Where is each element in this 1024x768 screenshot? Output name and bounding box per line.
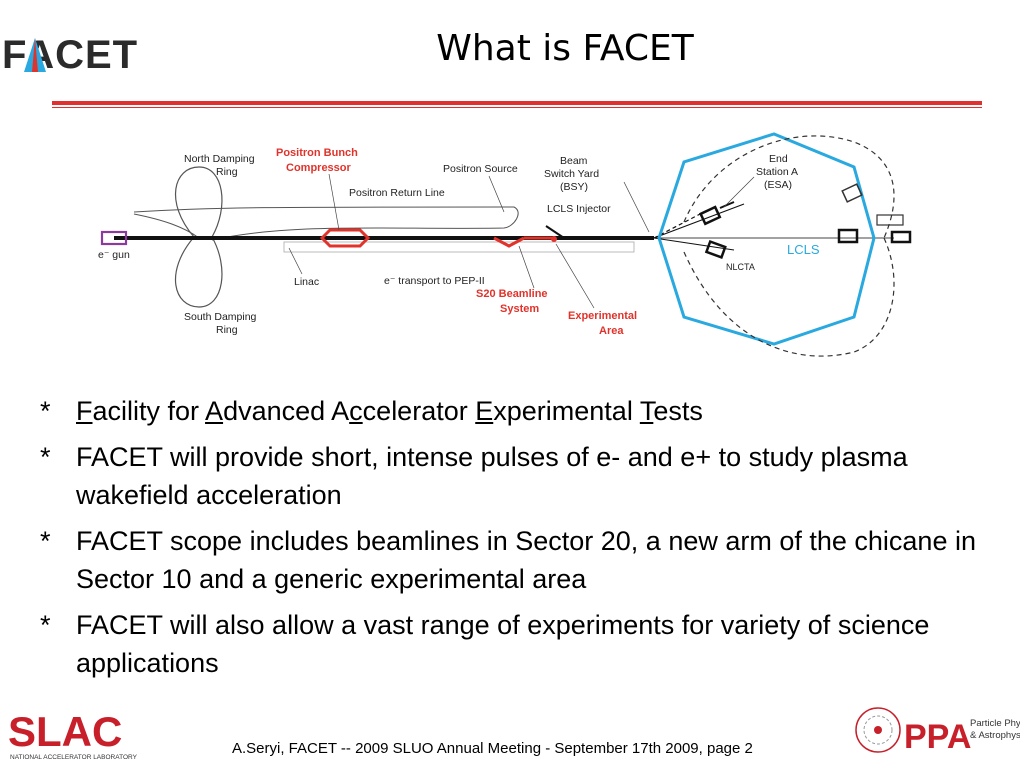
facet-logo: FACET (2, 33, 138, 76)
bullet-text: FACET will provide short, intense pulses… (76, 442, 908, 510)
lcls-ring-shape (657, 132, 876, 346)
facet-logo-text: FACET (2, 33, 138, 76)
title-rule-thin (52, 107, 982, 108)
south-damping-ring-shape (174, 236, 223, 308)
label-s20-beamline-1: S20 Beamline (476, 288, 548, 300)
label-positron-source: Positron Source (443, 163, 518, 175)
ppa-logo-sub-1: Particle Physics (970, 718, 1020, 729)
label-nlcta: NLCTA (726, 262, 755, 272)
bullet-item: * FACET will provide short, intense puls… (30, 438, 1010, 514)
dashed-arc-lower (683, 237, 895, 357)
label-south-damping-1: South Damping (184, 311, 257, 323)
positron-return-line-shape (133, 206, 519, 241)
label-bsy-3: (BSY) (560, 181, 588, 193)
lcls-box-2 (890, 230, 912, 244)
bullet-marker: * (40, 442, 51, 472)
dashed-arc-upper (683, 135, 895, 239)
title-rule-thick (52, 101, 982, 105)
north-damping-ring-shape (174, 166, 223, 238)
label-s20-beamline-2: System (500, 303, 539, 315)
label-positron-bunch-compressor-1: Positron Bunch (276, 147, 358, 159)
nlcta-box (704, 239, 727, 259)
label-e-transport: e⁻ transport to PEP-II (384, 275, 485, 287)
bullet-marker: * (40, 396, 51, 426)
bullet-marker: * (40, 526, 51, 556)
label-esa-3: (ESA) (764, 179, 792, 191)
ppa-logo-text: PPA (904, 718, 971, 756)
lcls-box-1 (837, 228, 859, 244)
label-lcls-injector: LCLS Injector (547, 203, 611, 215)
label-experimental-area-1: Experimental (568, 310, 637, 322)
page-title: What is FACET (436, 28, 694, 69)
bullet-marker: * (40, 610, 51, 640)
lcls-injector-stub (545, 225, 565, 239)
ppa-logo-ring (855, 707, 901, 753)
esa-box (698, 205, 722, 226)
footer-text: A.Seryi, FACET -- 2009 SLUO Annual Meeti… (232, 740, 753, 757)
slac-logo-text: SLAC (8, 708, 122, 755)
bullet-item: * Facility for Advanced Accelerator Expe… (30, 392, 1010, 430)
label-south-damping-2: Ring (216, 324, 238, 336)
acronym-line: Facility for Advanced Accelerator Experi… (76, 396, 703, 426)
label-esa-1: End (769, 153, 788, 165)
s20-chicane-shape (493, 236, 525, 248)
label-north-damping-1: North Damping (184, 153, 255, 165)
bullet-list: * Facility for Advanced Accelerator Expe… (30, 392, 1010, 690)
ppa-logo-sub-2: & Astrophysics (970, 730, 1020, 741)
label-lcls: LCLS (787, 242, 820, 257)
label-esa-2: Station A (756, 166, 798, 178)
bullet-item: * FACET scope includes beamlines in Sect… (30, 522, 1010, 598)
right-box (876, 214, 904, 226)
bullet-item: * FACET will also allow a vast range of … (30, 606, 1010, 682)
bullet-text: FACET will also allow a vast range of ex… (76, 610, 930, 678)
label-bsy-1: Beam (560, 155, 588, 167)
facet-logo-flame (32, 38, 38, 72)
facet-layout-diagram: North Damping Ring Positron Return Line … (94, 112, 920, 374)
e-gun-shape (100, 230, 128, 246)
label-e-gun: e⁻ gun (98, 249, 130, 261)
label-positron-return-line: Positron Return Line (349, 187, 445, 199)
label-positron-bunch-compressor-2: Compressor (286, 162, 352, 174)
ppa-logo: PPA Particle Physics & Astrophysics (855, 707, 1020, 756)
label-linac: Linac (294, 276, 319, 288)
pep-transport-shape (283, 241, 635, 253)
positron-bunch-compressor-shape (319, 228, 371, 248)
label-experimental-area-2: Area (599, 325, 624, 337)
upper-box (841, 183, 863, 203)
label-north-damping-2: Ring (216, 166, 238, 178)
slac-logo-subtitle: NATIONAL ACCELERATOR LABORATORY (10, 754, 138, 761)
bullet-text: FACET scope includes beamlines in Sector… (76, 526, 976, 594)
label-bsy-2: Switch Yard (544, 168, 599, 180)
slac-logo: SLAC NATIONAL ACCELERATOR LABORATORY (8, 708, 138, 761)
